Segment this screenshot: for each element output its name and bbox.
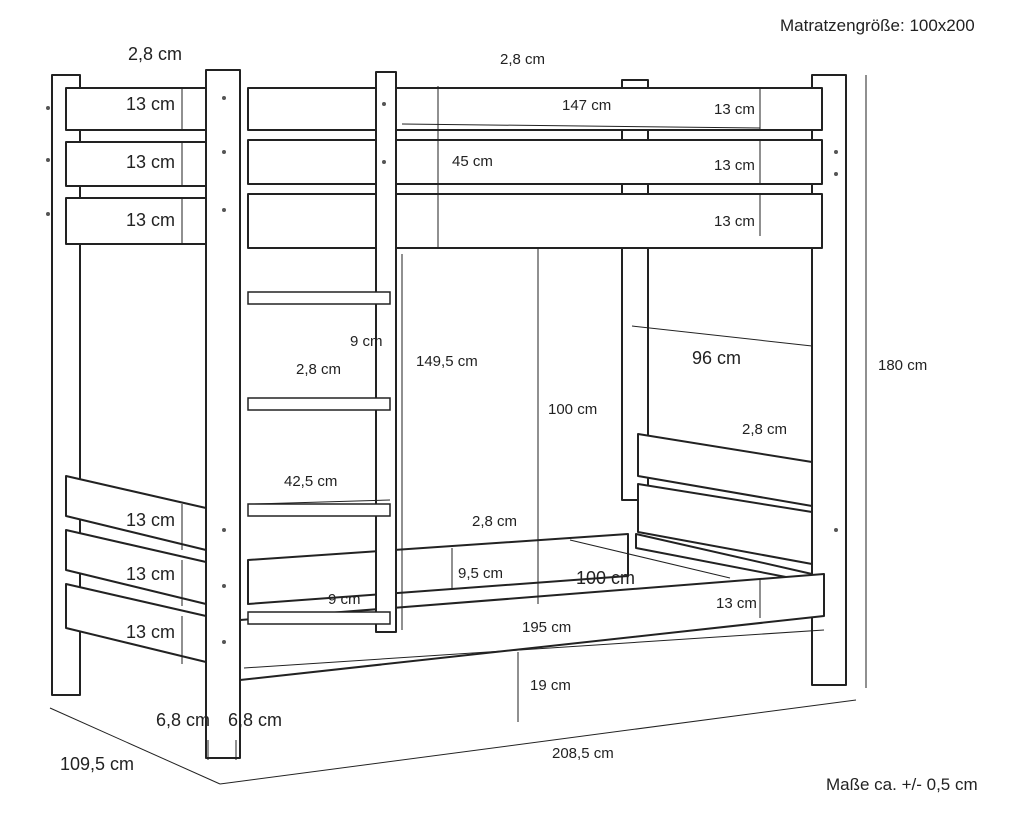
dim-ladder-rung-thickness: 2,8 cm bbox=[296, 361, 341, 378]
mattress-size-caption: Matratzengröße: 100x200 bbox=[780, 16, 975, 35]
post-front-left bbox=[205, 69, 241, 759]
dim-side-board-left-2: 13 cm bbox=[126, 564, 175, 584]
dim-side-board-left-1: 13 cm bbox=[126, 510, 175, 530]
right-end-board-1 bbox=[637, 433, 813, 507]
dimension-lines bbox=[49, 75, 867, 785]
dim-board-right-2: 13 cm bbox=[714, 157, 755, 174]
dim-slat-thickness-top: 2,8 cm bbox=[500, 51, 545, 68]
dim-post-thickness-top-left: 2,8 cm bbox=[128, 44, 182, 64]
dim-board-left-1: 13 cm bbox=[126, 94, 175, 114]
dim-lower-length: 195 cm bbox=[522, 619, 571, 636]
dim-lower-rail-height: 9,5 cm bbox=[458, 565, 503, 582]
upper-side-rail-3 bbox=[247, 193, 823, 249]
ladder-rung-2 bbox=[247, 397, 391, 411]
dim-post-width-a: 6,8 cm bbox=[156, 710, 210, 730]
dim-ladder-rung-depth-bottom: 9 cm bbox=[328, 591, 361, 608]
dim-board-right-1: 13 cm bbox=[714, 101, 755, 118]
upper-side-rail-1 bbox=[247, 87, 823, 131]
dim-floor-clearance: 19 cm bbox=[530, 677, 571, 694]
dim-upper-bed-height: 100 cm bbox=[548, 401, 597, 418]
dim-lower-width: 100 cm bbox=[576, 568, 635, 588]
dim-rail-length-inner: 147 cm bbox=[562, 97, 611, 114]
dim-ladder-rung-depth-top: 9 cm bbox=[350, 333, 383, 350]
ladder-rung-3 bbox=[247, 503, 391, 517]
upper-left-board-2 bbox=[65, 141, 207, 187]
right-end-board-2 bbox=[637, 483, 813, 565]
dim-guard-height: 45 cm bbox=[452, 153, 493, 170]
dim-ladder-width: 42,5 cm bbox=[284, 473, 337, 490]
dim-post-width-b: 6,8 cm bbox=[228, 710, 282, 730]
dim-board-left-3: 13 cm bbox=[126, 210, 175, 230]
ladder-rung-4 bbox=[247, 611, 391, 625]
ladder-rail bbox=[375, 71, 397, 633]
dim-headboard-width: 96 cm bbox=[692, 348, 741, 368]
dim-ladder-height: 149,5 cm bbox=[416, 353, 478, 370]
upper-side-rail-2 bbox=[247, 139, 823, 185]
tolerance-caption: Maße ca. +/- 0,5 cm bbox=[826, 775, 978, 794]
lower-back-rail bbox=[247, 533, 629, 605]
dim-lower-side-board: 13 cm bbox=[716, 595, 757, 612]
dim-total-length: 208,5 cm bbox=[552, 745, 614, 762]
screw-holes bbox=[46, 96, 838, 644]
dim-total-height: 180 cm bbox=[878, 357, 927, 374]
upper-left-board-3 bbox=[65, 197, 207, 245]
dim-board-left-2: 13 cm bbox=[126, 152, 175, 172]
dim-total-depth: 109,5 cm bbox=[60, 754, 134, 774]
dim-lower-slat-thickness: 2,8 cm bbox=[472, 513, 517, 530]
dim-side-board-left-3: 13 cm bbox=[126, 622, 175, 642]
dim-board-right-3: 13 cm bbox=[714, 213, 755, 230]
dim-end-board-thickness: 2,8 cm bbox=[742, 421, 787, 438]
upper-left-board-1 bbox=[65, 87, 207, 131]
ladder-rung-1 bbox=[247, 291, 391, 305]
